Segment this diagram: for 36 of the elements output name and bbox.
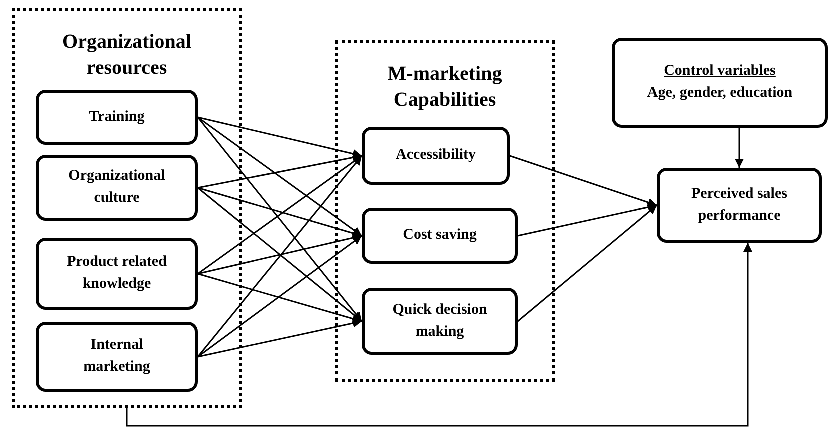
node-subtext: Age, gender, education [647,84,793,103]
arrow [197,156,363,358]
rounded-box [36,90,198,145]
arrow [126,243,752,427]
arrow [510,155,658,207]
group-heading: Organizational resources [62,30,192,81]
rounded-box [657,168,822,243]
arrow [198,116,362,158]
node-label: Quick decision making [392,300,488,342]
arrow [198,116,362,237]
arrow [198,273,362,324]
rounded-box [362,208,518,264]
rounded-box [36,322,198,392]
dotted-group-frame [335,40,555,382]
arrow [198,235,362,358]
arrow [197,117,363,322]
dotted-group-frame [12,8,242,408]
rounded-box [36,155,198,221]
node-label: Internal marketing [82,336,152,377]
arrow [198,234,362,275]
node-label: Cost saving [403,226,477,246]
arrow [735,128,744,168]
node-label: Accessibility [396,146,476,166]
rounded-box [362,127,510,185]
node-label: Training [89,108,145,127]
arrow [518,204,658,322]
arrow [198,319,362,358]
group-heading: M-marketing Capabilities [386,62,504,113]
arrow [518,203,658,237]
node-label: Product related knowledge [66,253,168,294]
node-label: Control variables [664,62,776,82]
rounded-box [612,38,828,128]
node-label: Organizational culture [68,167,166,208]
node-label: Perceived sales performance [690,184,788,226]
rounded-box [36,238,198,310]
rounded-box [362,288,518,355]
